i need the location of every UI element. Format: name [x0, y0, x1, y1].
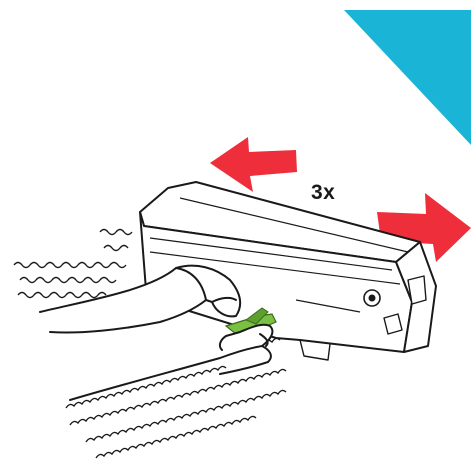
- shake-motion-lines-bottom: [66, 338, 286, 458]
- repeat-count-label: 3x: [311, 181, 335, 205]
- shake-motion-lines-left: [14, 230, 132, 298]
- corner-accent-triangle: [344, 10, 471, 145]
- arrow-left-icon: [210, 137, 297, 192]
